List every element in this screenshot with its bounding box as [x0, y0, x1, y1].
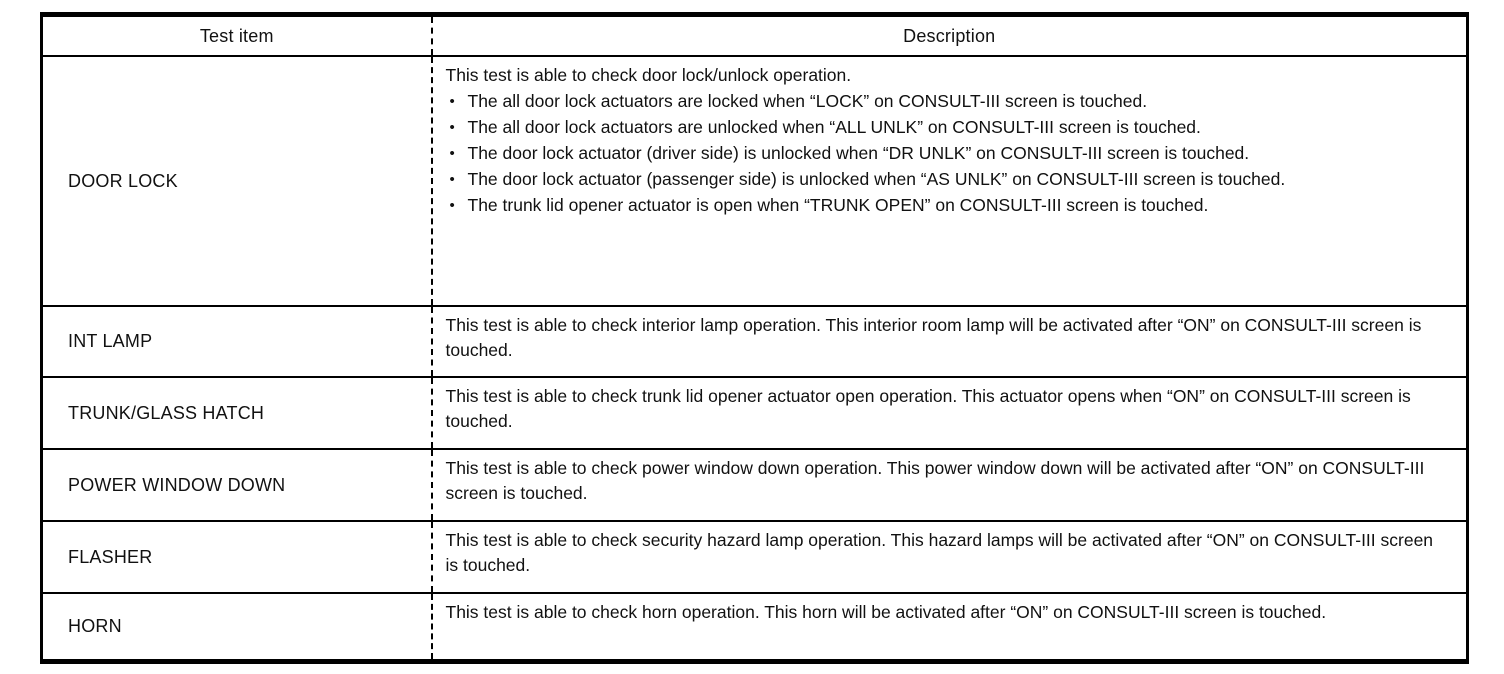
description-cell: This test is able to check trunk lid ope…	[430, 376, 1468, 449]
bullet-icon: •	[449, 145, 455, 162]
bullet-item: • The all door lock actuators are locked …	[446, 89, 1437, 114]
column-header-description: Description	[430, 13, 1468, 56]
test-item-label: INT LAMP	[41, 305, 432, 377]
description-cell: This test is able to check door lock/unl…	[430, 55, 1468, 306]
bullet-text: The all door lock actuators are locked w…	[467, 91, 1148, 111]
description-intro: This test is able to check door lock/unl…	[445, 65, 852, 85]
bullet-item: • The all door lock actuators are unlocke…	[446, 115, 1437, 140]
description-text: This test is able to check interior lamp…	[445, 315, 1422, 360]
bullet-text: The door lock actuator (passenger side) …	[467, 169, 1286, 189]
table-row-door-lock: DOOR LOCK This test is able to check doo…	[41, 55, 1468, 306]
column-header-test-item: Test item	[41, 13, 432, 56]
description-cell: This test is able to check power window …	[430, 448, 1468, 521]
description-text: This test is able to check power window …	[445, 458, 1425, 503]
test-item-label: FLASHER	[41, 520, 432, 593]
bullet-icon: •	[449, 171, 455, 188]
bullet-item: • The door lock actuator (passenger side)…	[446, 167, 1437, 192]
description-cell: This test is able to check horn operatio…	[430, 592, 1468, 661]
bullet-item: • The trunk lid opener actuator is open w…	[446, 193, 1437, 218]
description-text: This test is able to check security haza…	[445, 530, 1434, 575]
bullet-icon: •	[449, 197, 455, 214]
bullet-text: The all door lock actuators are unlocked…	[467, 117, 1201, 137]
test-item-label: HORN	[41, 592, 432, 661]
bullet-text: The door lock actuator (driver side) is …	[467, 143, 1250, 163]
test-item-label: TRUNK/GLASS HATCH	[41, 376, 432, 449]
table-row-trunk-glass-hatch: TRUNK/GLASS HATCH This test is able to c…	[41, 376, 1468, 449]
bullet-text: The trunk lid opener actuator is open wh…	[467, 195, 1209, 215]
consult-active-test-table: Test item Description DOOR LOCK This tes…	[40, 12, 1469, 664]
description-cell: This test is able to check interior lamp…	[430, 305, 1468, 377]
test-item-label: POWER WINDOW DOWN	[41, 448, 432, 521]
table-row-power-window-down: POWER WINDOW DOWN This test is able to c…	[41, 448, 1468, 521]
description-text: This test is able to check horn operatio…	[445, 602, 1327, 622]
table-row-flasher: FLASHER This test is able to check secur…	[41, 520, 1468, 593]
test-item-label: DOOR LOCK	[41, 55, 432, 306]
bullet-list: • The all door lock actuators are locked …	[446, 89, 1437, 218]
bullet-icon: •	[449, 93, 455, 110]
bullet-item: • The door lock actuator (driver side) is…	[446, 141, 1437, 166]
bullet-icon: •	[449, 119, 455, 136]
description-cell: This test is able to check security haza…	[430, 520, 1468, 593]
description-text: This test is able to check trunk lid ope…	[445, 386, 1411, 431]
header-row: Test item Description	[41, 13, 1468, 56]
table-row-int-lamp: INT LAMP This test is able to check inte…	[41, 305, 1468, 377]
table-row-horn: HORN This test is able to check horn ope…	[41, 592, 1468, 661]
